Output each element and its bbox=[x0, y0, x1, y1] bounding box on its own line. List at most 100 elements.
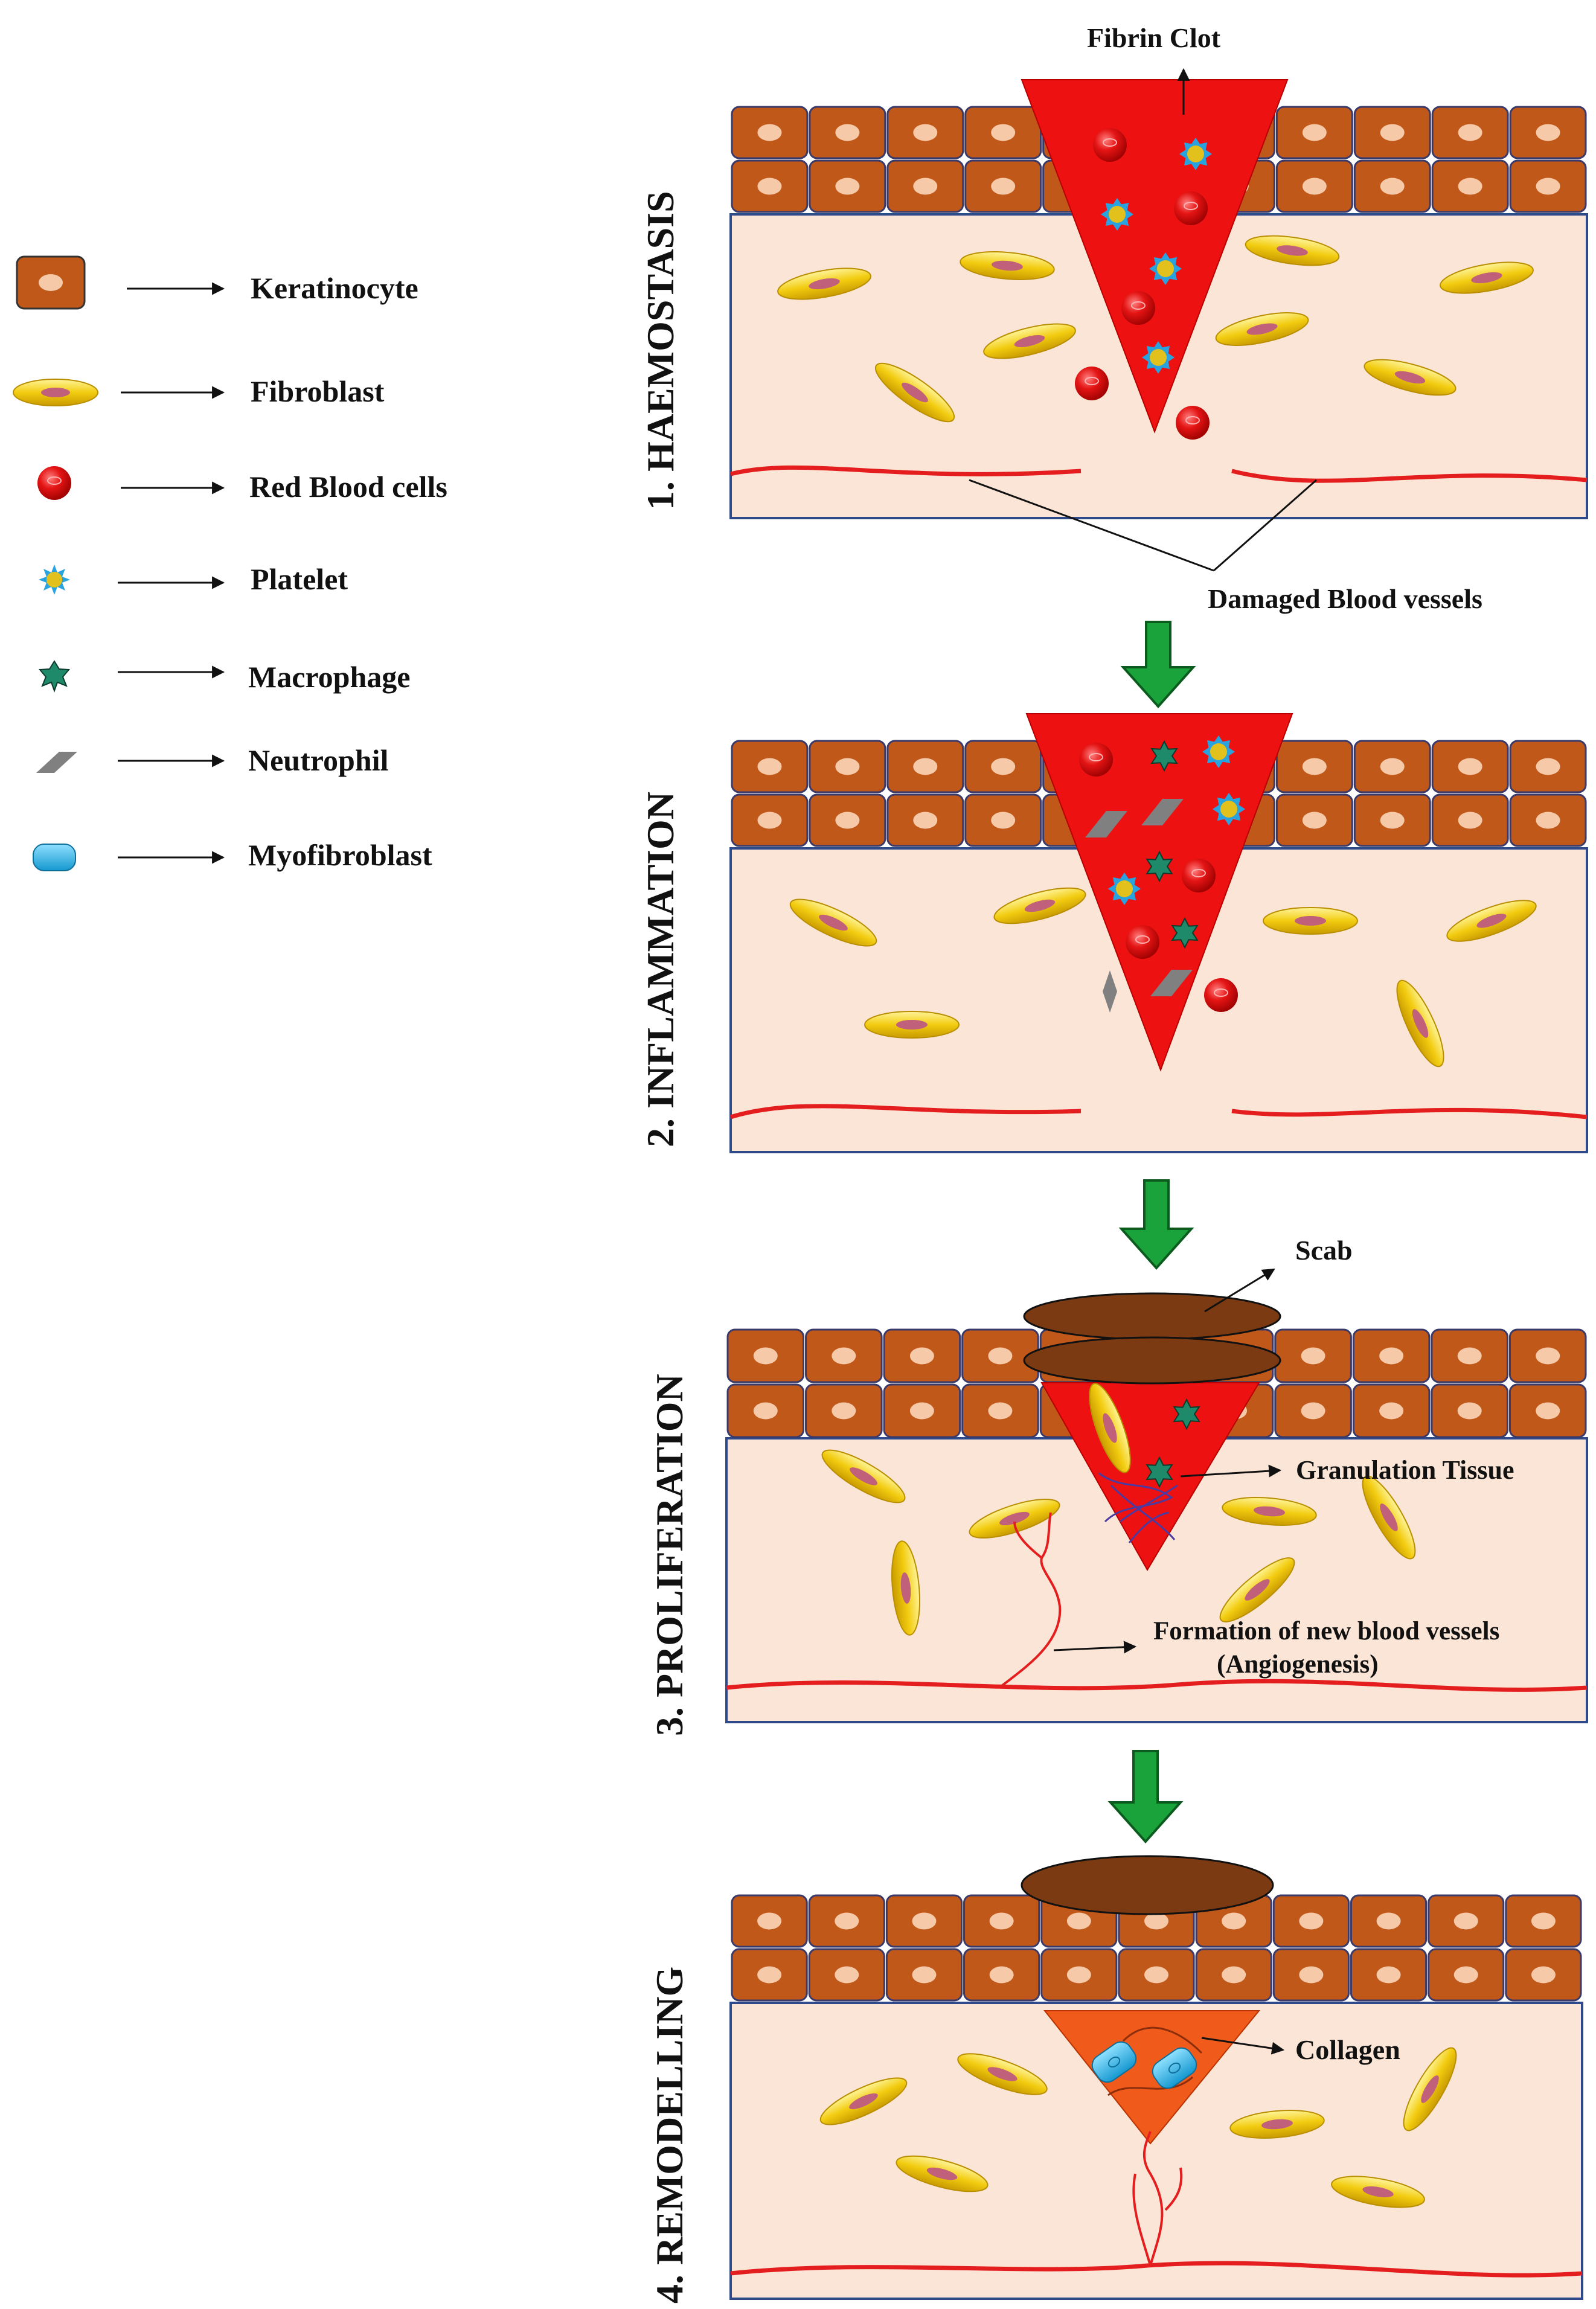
keratinocyte bbox=[1353, 106, 1431, 159]
keratinocyte bbox=[731, 793, 809, 847]
fibroblast-icon bbox=[13, 379, 98, 406]
red-blood-cell bbox=[1204, 978, 1238, 1012]
keratinocyte bbox=[726, 1328, 805, 1383]
fibroblast bbox=[896, 2155, 989, 2192]
keratinocyte bbox=[886, 793, 964, 847]
keratinocyte bbox=[886, 106, 964, 159]
granulation-fibers bbox=[1098, 1472, 1178, 1543]
blood-vessel bbox=[730, 2261, 1583, 2278]
platelet bbox=[1179, 138, 1212, 170]
red-blood-cell-icon bbox=[37, 466, 71, 500]
keratinocyte bbox=[808, 1948, 885, 2002]
macrophage bbox=[1146, 1456, 1173, 1488]
legend-item-macrophage: Macrophage bbox=[38, 660, 410, 694]
red-blood-cell bbox=[1126, 925, 1159, 959]
keratinocyte bbox=[964, 159, 1042, 213]
neutrophil-icon bbox=[36, 752, 77, 773]
keratinocyte bbox=[961, 1328, 1039, 1383]
fibroblast bbox=[1396, 979, 1444, 1068]
keratinocyte bbox=[964, 740, 1042, 793]
damaged-blood-vessel-right bbox=[1231, 469, 1588, 483]
platelet bbox=[1142, 341, 1175, 374]
blood-vessel-right bbox=[1231, 1107, 1588, 1119]
platelet bbox=[1101, 198, 1133, 231]
collagen-fibers bbox=[1107, 2026, 1203, 2096]
label-granulation-tissue: Granulation Tissue bbox=[1296, 1455, 1514, 1485]
keratinocyte bbox=[1272, 1894, 1350, 1948]
keratinocyte bbox=[805, 1328, 883, 1383]
fibroblast bbox=[874, 362, 955, 423]
legend-item-fibroblast: Fibroblast bbox=[13, 374, 385, 408]
keratinocyte bbox=[885, 1894, 963, 1948]
new-blood-vessels bbox=[1132, 2131, 1183, 2266]
fibroblast bbox=[1446, 900, 1537, 942]
fibroblast bbox=[957, 2053, 1048, 2095]
fibroblast bbox=[1403, 2047, 1457, 2131]
scab-lower bbox=[1023, 1336, 1281, 1385]
fibroblast bbox=[789, 898, 877, 947]
panel-inflammation bbox=[729, 713, 1588, 1153]
platelet-icon bbox=[39, 565, 70, 595]
stage-title-remodelling: 4. REMODELLING bbox=[648, 1967, 691, 2304]
keratinocyte bbox=[809, 740, 886, 793]
legend-label-macrophage: Macrophage bbox=[248, 660, 410, 694]
stage-title-inflammation: 2. INFLAMMATION bbox=[639, 792, 682, 1147]
keratinocyte bbox=[726, 1383, 805, 1438]
stage-title-haemostasis: 1. HAEMOSTASIS bbox=[639, 191, 682, 510]
macrophage-icon bbox=[38, 660, 71, 693]
stage-arrow-3 bbox=[1107, 1750, 1184, 1844]
fibroblast bbox=[983, 323, 1076, 359]
keratinocyte bbox=[886, 159, 964, 213]
keratinocyte bbox=[1431, 1383, 1508, 1438]
keratinocyte bbox=[1428, 1894, 1505, 1948]
keratinocyte bbox=[883, 1383, 961, 1438]
blood-vessel bbox=[726, 1679, 1588, 1692]
keratinocyte bbox=[1350, 1948, 1428, 2002]
fibroblast bbox=[1263, 907, 1358, 935]
keratinocyte bbox=[886, 740, 964, 793]
red-blood-cell bbox=[1121, 291, 1155, 325]
keratinocyte bbox=[731, 106, 809, 159]
fibroblast bbox=[1089, 1383, 1131, 1473]
stage-arrow-2 bbox=[1118, 1179, 1194, 1270]
damaged-blood-vessel-left bbox=[730, 465, 1082, 476]
fibroblast bbox=[1245, 235, 1340, 266]
panel-remodelling: Collagen bbox=[729, 1855, 1583, 2300]
myofibroblast-icon bbox=[33, 844, 76, 871]
scab bbox=[1021, 1855, 1274, 1915]
macrophage bbox=[1150, 740, 1178, 772]
keratinocyte-icon bbox=[16, 255, 86, 310]
keratinocyte bbox=[1353, 793, 1431, 847]
keratinocyte bbox=[885, 1948, 963, 2002]
legend-item-myofibroblast: Myofibroblast bbox=[33, 838, 432, 872]
fibroblast bbox=[1219, 1557, 1295, 1622]
new-blood-vessels bbox=[998, 1512, 1062, 1689]
panel-proliferation: Scab Granulation Tissue Formation of new… bbox=[725, 1235, 1588, 1723]
platelet bbox=[1213, 793, 1245, 825]
fibroblast bbox=[1229, 2110, 1325, 2139]
keratinocyte bbox=[1275, 740, 1353, 793]
label-damaged-blood-vessels: Damaged Blood vessels bbox=[1208, 583, 1482, 614]
keratinocyte bbox=[1431, 106, 1509, 159]
keratinocyte bbox=[808, 1894, 885, 1948]
keratinocyte bbox=[1040, 1948, 1118, 2002]
keratinocyte bbox=[1431, 159, 1509, 213]
fibroblast bbox=[1215, 312, 1309, 346]
neutrophil bbox=[1103, 970, 1117, 1013]
fibroblast bbox=[1440, 261, 1534, 294]
fibroblast bbox=[821, 1449, 906, 1504]
keratinocyte bbox=[809, 106, 886, 159]
fibroblast bbox=[960, 251, 1055, 280]
myofibroblast bbox=[1152, 2047, 1197, 2089]
legend-label-myofibroblast: Myofibroblast bbox=[248, 838, 432, 872]
keratinocyte bbox=[1508, 1383, 1587, 1438]
keratinocyte bbox=[805, 1383, 883, 1438]
keratinocyte bbox=[731, 1948, 808, 2002]
neutrophil bbox=[1150, 970, 1193, 996]
keratinocyte bbox=[1118, 1948, 1195, 2002]
legend-label-red-blood-cells: Red Blood cells bbox=[249, 470, 447, 504]
legend-label-platelet: Platelet bbox=[251, 562, 348, 596]
keratinocyte bbox=[809, 159, 886, 213]
keratinocyte bbox=[1353, 740, 1431, 793]
stage-title-proliferation: 3. PROLIFERATION bbox=[648, 1374, 691, 1736]
